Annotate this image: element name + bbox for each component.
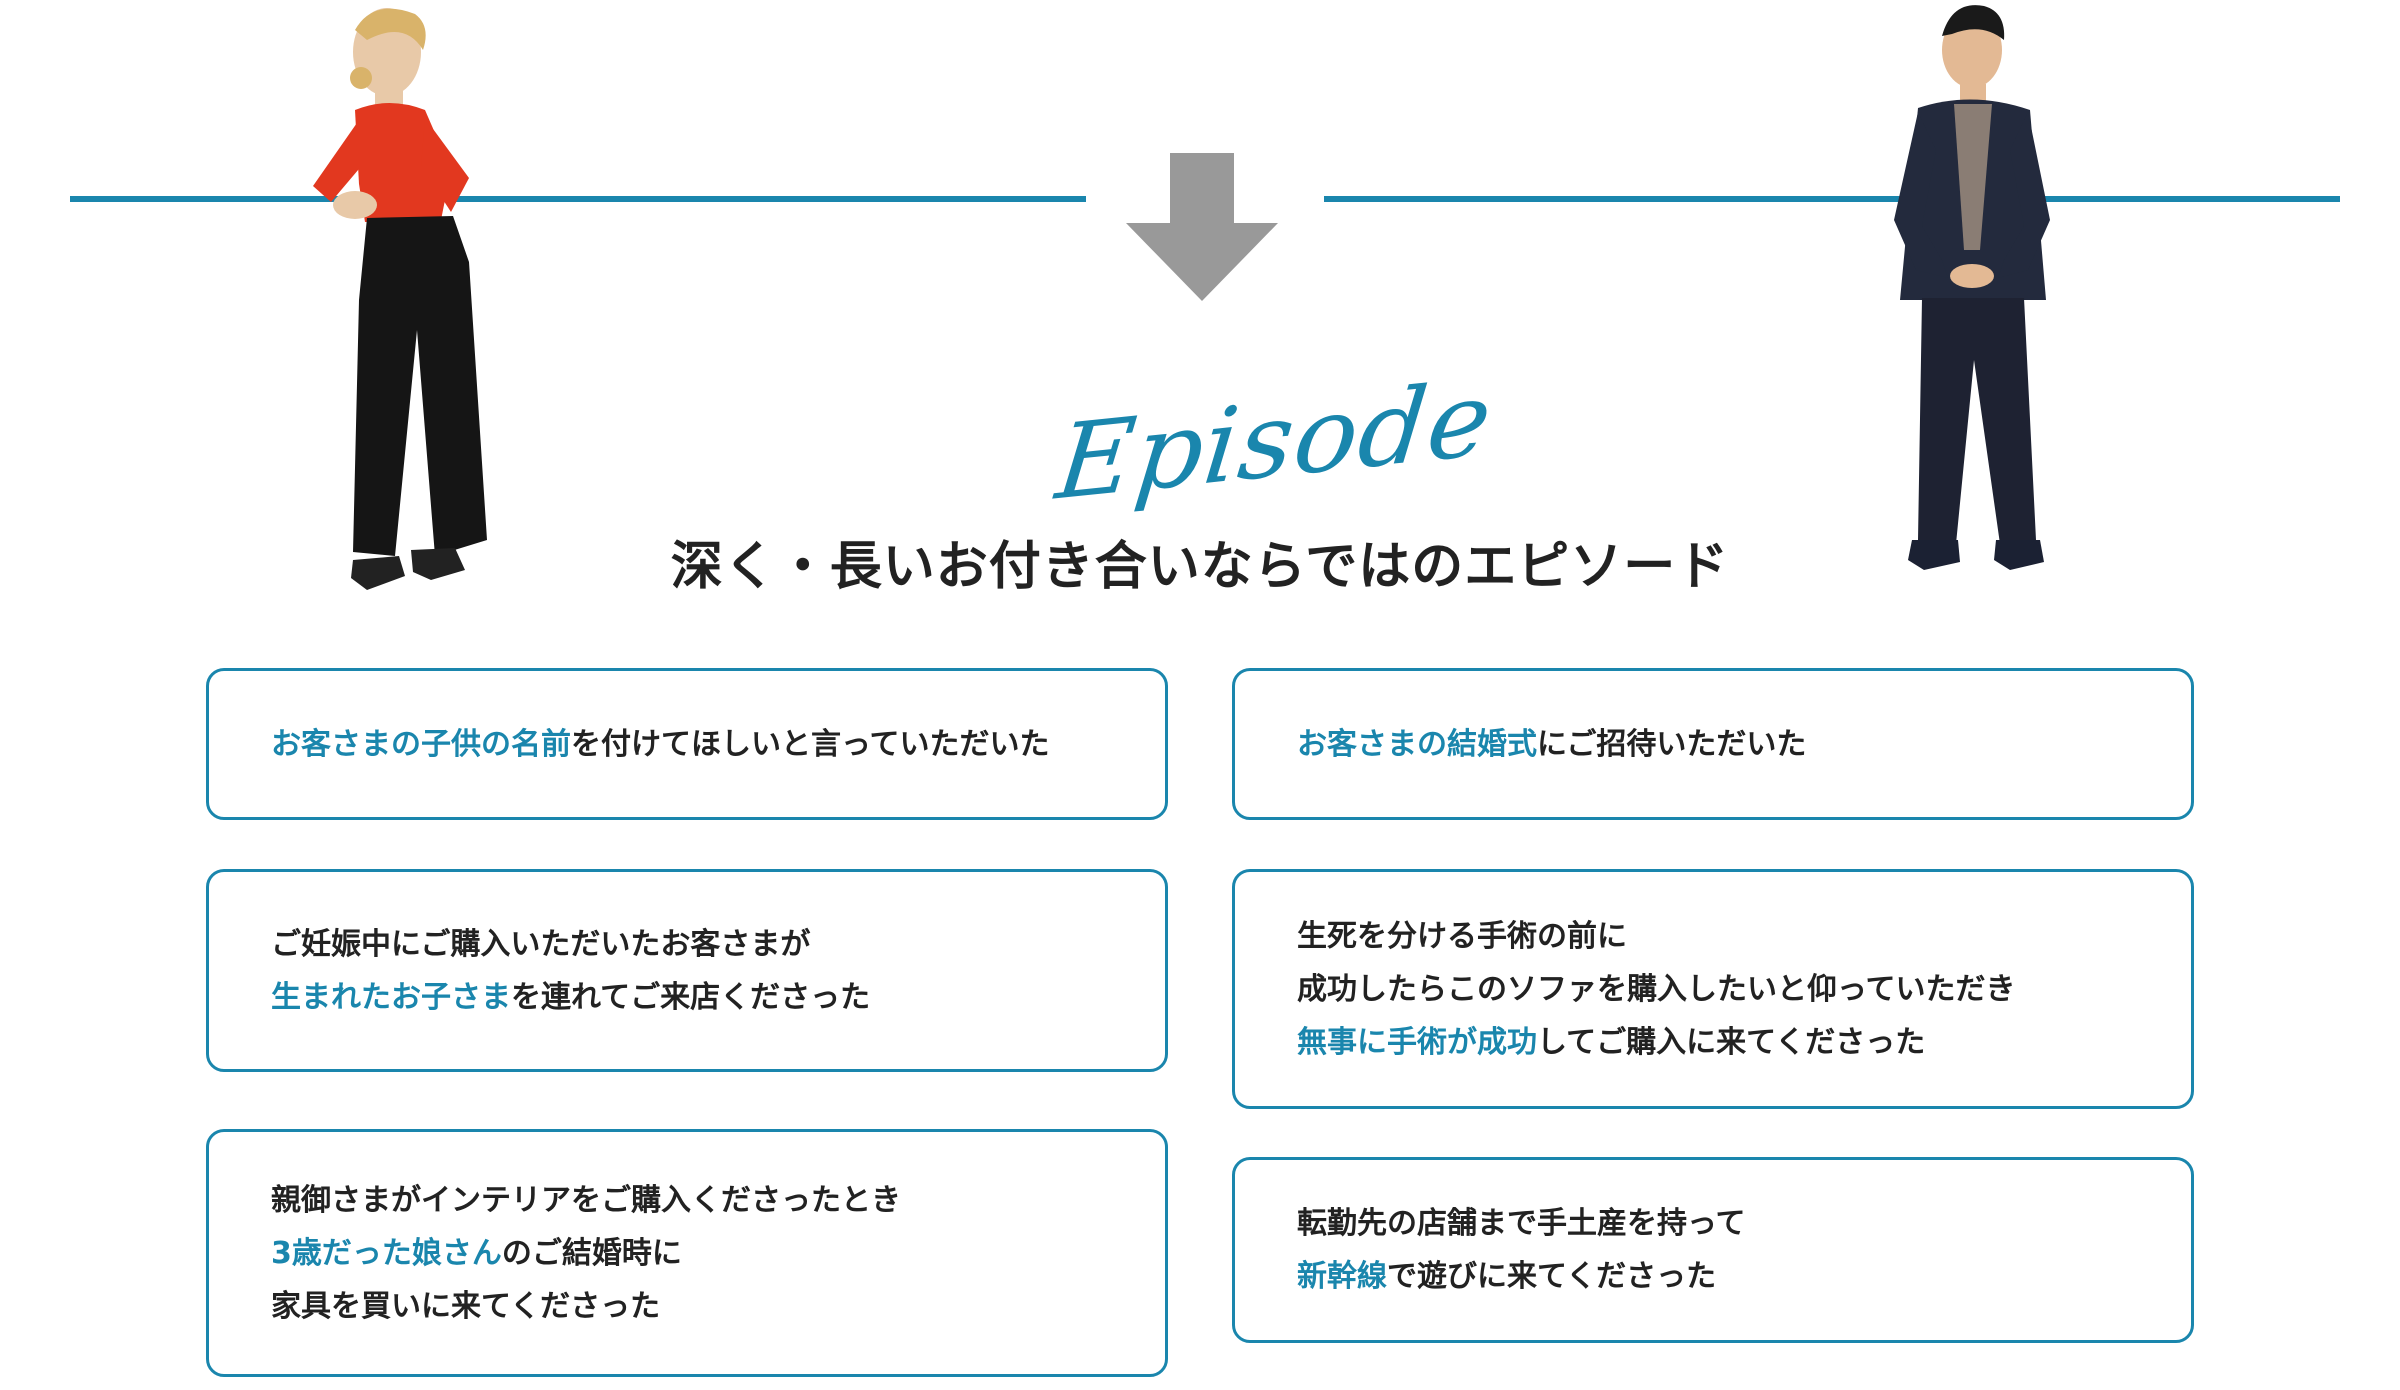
- body-text: 親御さまがインテリアをご購入くださったとき: [271, 1182, 901, 1218]
- body-text: 成功したらこのソファを購入したいと仰っていただき: [1297, 971, 2016, 1007]
- episode-card: お客さまの結婚式にご招待いただいた: [1232, 668, 2194, 820]
- highlight-text: お客さまの子供の名前: [271, 726, 571, 762]
- episode-card-line: 親御さまがインテリアをご購入くださったとき: [271, 1174, 1103, 1227]
- man-illustration: [1894, 5, 2050, 570]
- section-title: 深く・長いお付き合いならではのエピソード: [670, 537, 1730, 597]
- highlight-text: 生まれたお子さま: [271, 979, 511, 1015]
- body-text: を連れてご来店くださった: [511, 979, 871, 1015]
- episode-card: 生死を分ける手術の前に成功したらこのソファを購入したいと仰っていただき無事に手術…: [1232, 869, 2194, 1109]
- episode-card: お客さまの子供の名前を付けてほしいと言っていただいた: [206, 668, 1168, 820]
- episode-card: ご妊娠中にご購入いただいたお客さまが生まれたお子さまを連れてご来店くださった: [206, 869, 1168, 1072]
- body-text: 家具を買いに来てくださった: [271, 1288, 661, 1324]
- episode-card-line: 新幹線で遊びに来てくださった: [1297, 1250, 2129, 1303]
- episode-card-line: 成功したらこのソファを購入したいと仰っていただき: [1297, 963, 2129, 1016]
- woman-illustration: [313, 8, 487, 590]
- divider-line-left: [70, 196, 1086, 202]
- episode-card-line: 生死を分ける手術の前に: [1297, 910, 2129, 963]
- episode-card-line: お客さまの結婚式にご招待いただいた: [1297, 718, 2129, 771]
- highlight-text: 無事に手術が成功: [1297, 1024, 1537, 1060]
- body-text: ご妊娠中にご購入いただいたお客さまが: [271, 926, 811, 962]
- episode-card-line: 3歳だった娘さんのご結婚時に: [271, 1227, 1103, 1280]
- episode-card-line: 生まれたお子さまを連れてご来店くださった: [271, 971, 1103, 1024]
- body-text: してご購入に来てくださった: [1537, 1024, 1926, 1060]
- body-text: にご招待いただいた: [1537, 726, 1807, 762]
- down-arrow-icon: [1126, 153, 1278, 301]
- divider-line-right: [1324, 196, 2340, 202]
- episode-script-title: Episode: [1051, 357, 1498, 535]
- episode-card-line: ご妊娠中にご購入いただいたお客さまが: [271, 918, 1103, 971]
- episode-card-line: お客さまの子供の名前を付けてほしいと言っていただいた: [271, 718, 1103, 771]
- body-text: 転勤先の店舗まで手土産を持って: [1297, 1206, 1746, 1241]
- episode-card-line: 転勤先の店舗まで手土産を持って: [1297, 1197, 2129, 1250]
- episode-card: 親御さまがインテリアをご購入くださったとき 3歳だった娘さんのご結婚時に家具を買い…: [206, 1129, 1168, 1377]
- episode-card-line: 無事に手術が成功してご購入に来てくださった: [1297, 1016, 2129, 1069]
- episode-card: 転勤先の店舗まで手土産を持って新幹線で遊びに来てくださった: [1232, 1157, 2194, 1343]
- highlight-text: 3歳だった娘さん: [271, 1235, 502, 1271]
- episode-card-line: 家具を買いに来てくださった: [271, 1280, 1103, 1333]
- body-text: のご結婚時に: [501, 1235, 682, 1271]
- body-text: を付けてほしいと言っていただいた: [571, 726, 1050, 762]
- body-text: で遊びに来てくださった: [1387, 1259, 1717, 1294]
- highlight-text: 新幹線: [1297, 1259, 1387, 1294]
- highlight-text: お客さまの結婚式: [1297, 726, 1537, 762]
- body-text: 生死を分ける手術の前に: [1297, 918, 1627, 954]
- episode-script-text: Episode: [1051, 357, 1499, 524]
